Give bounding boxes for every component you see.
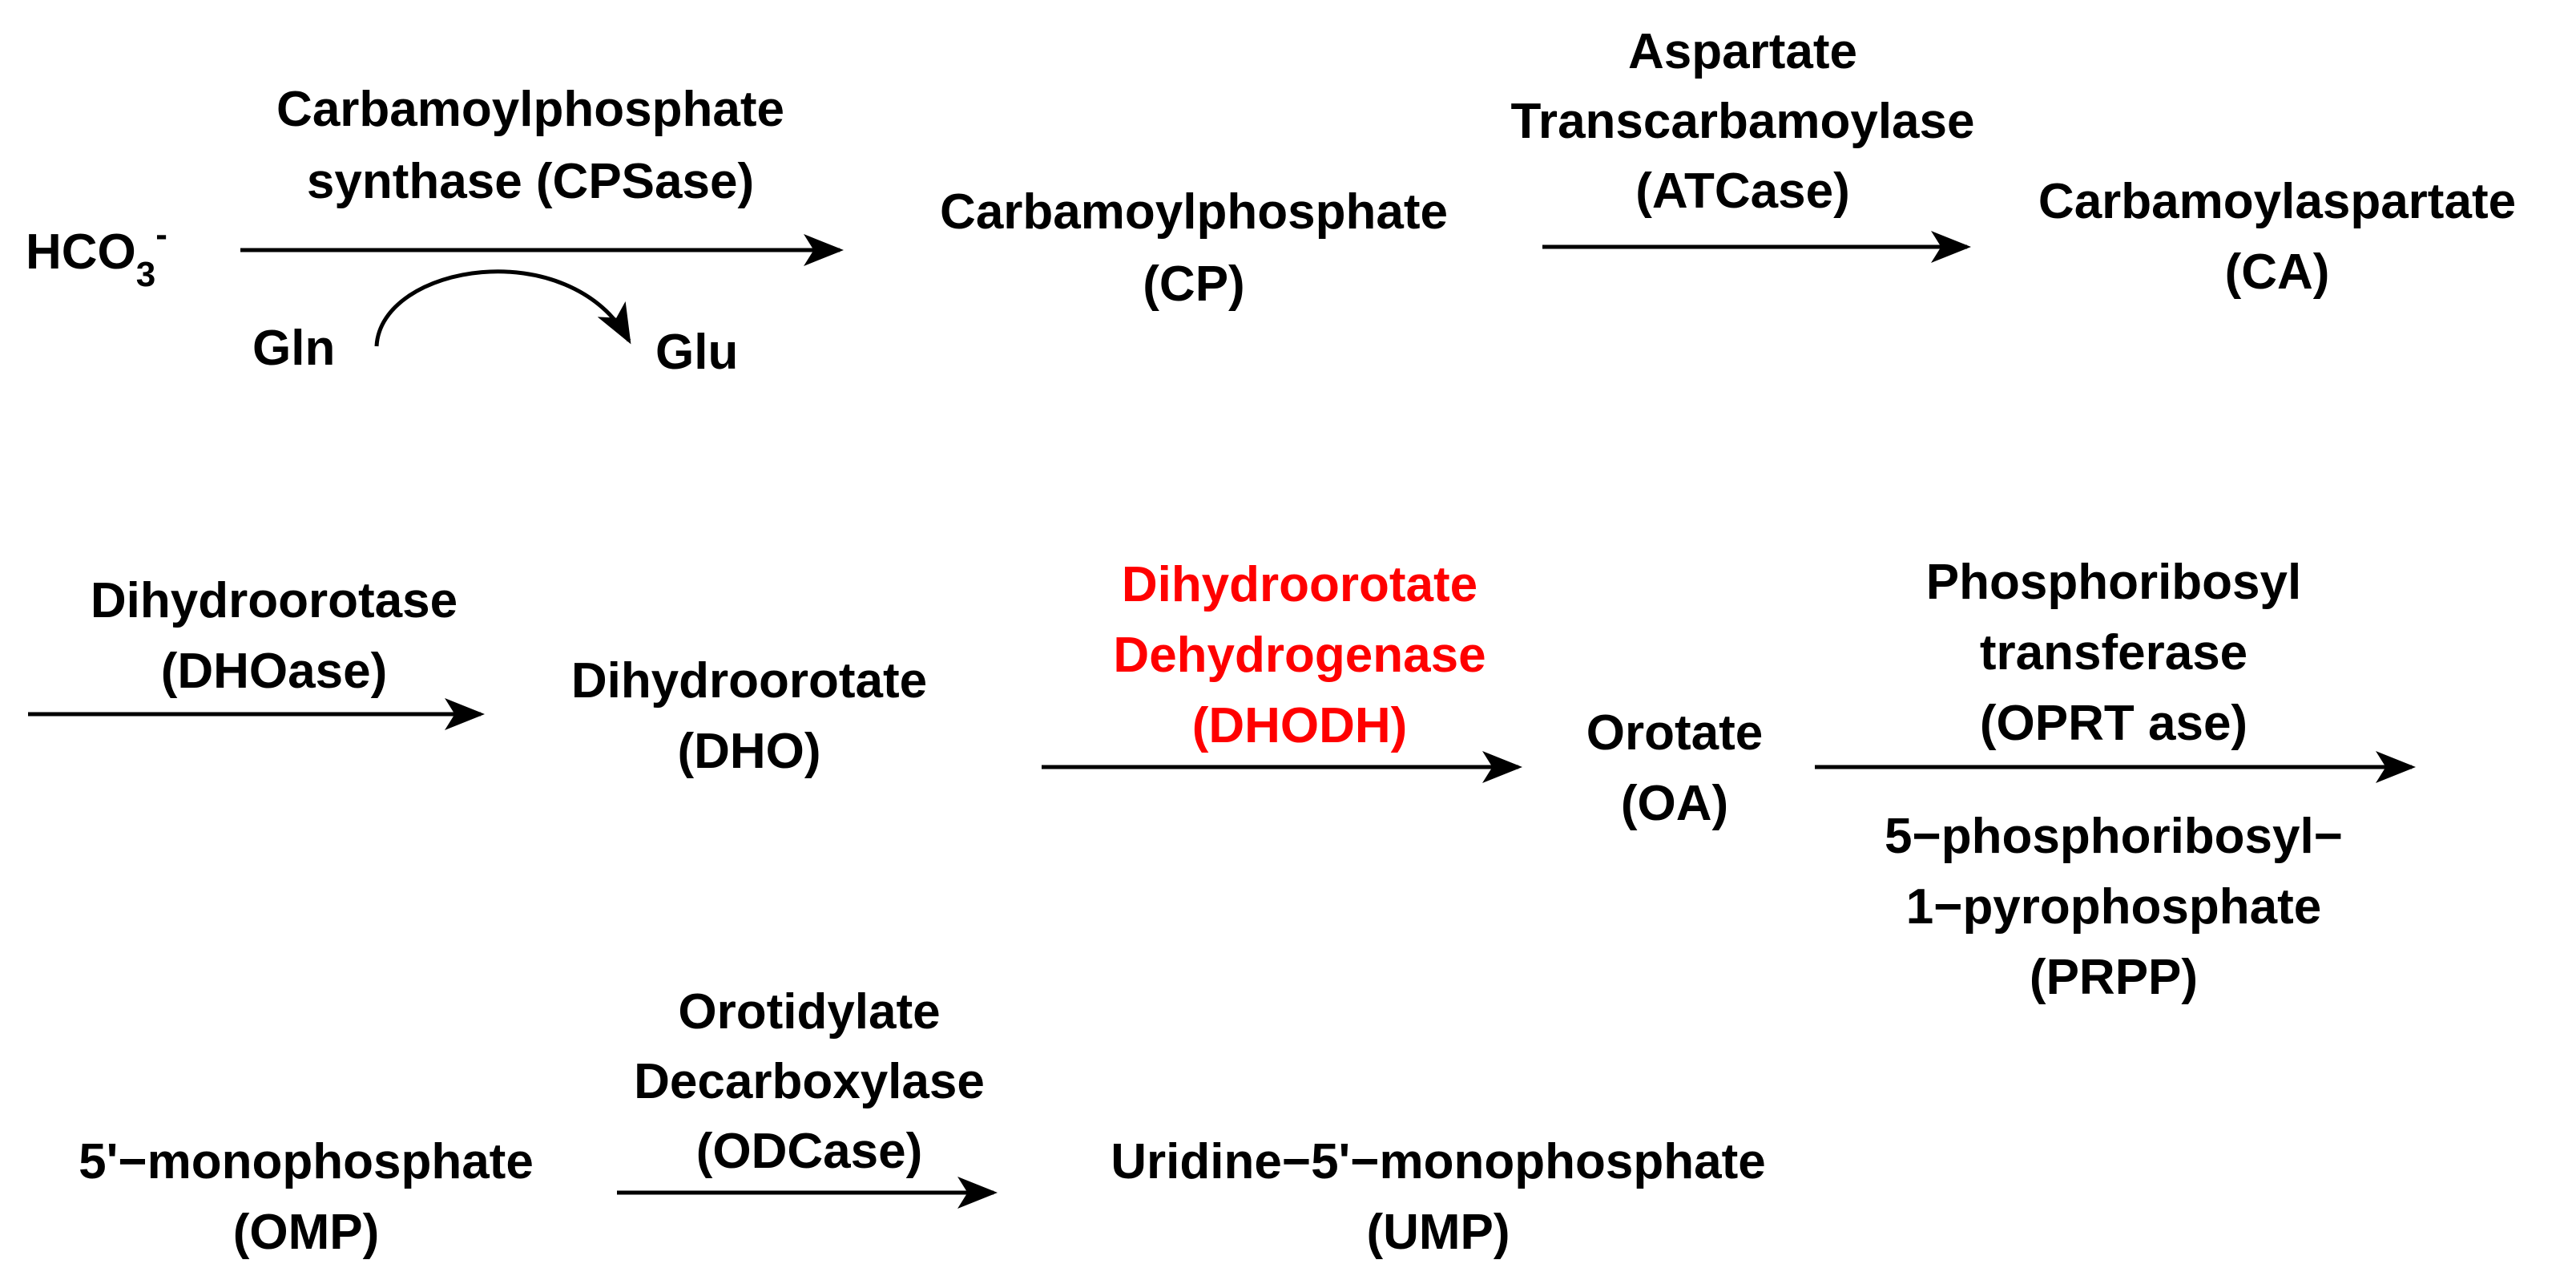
oa-label-line2: (OA) bbox=[1621, 776, 1728, 831]
dhoase-label-line2: (DHOase) bbox=[161, 644, 388, 699]
prpp-label-line3: (PRPP) bbox=[2030, 950, 2198, 1005]
cp-label-line1: Carbamoylphosphate bbox=[940, 184, 1448, 240]
omp-label-line1: 5'−monophosphate bbox=[79, 1134, 534, 1189]
dhodh-label-line3: (DHODH) bbox=[1192, 698, 1408, 753]
cp-label-line2: (CP) bbox=[1143, 256, 1244, 312]
ca-label-line2: (CA) bbox=[2225, 244, 2330, 300]
prpp-label-line2: 1−pyrophosphate bbox=[1906, 879, 2322, 935]
cpsase-label-line2: synthase (CPSase) bbox=[307, 154, 754, 209]
bicarbonate-charge: - bbox=[155, 215, 167, 254]
ca-label-line1: Carbamoylaspartate bbox=[2038, 174, 2516, 229]
gln-label: Gln bbox=[252, 321, 335, 376]
oprtase-label-line1: Phosphoribosyl bbox=[1926, 555, 2301, 610]
atcase-label-line2: Transcarbamoylase bbox=[1510, 94, 1974, 149]
atcase-label-line3: (ATCase) bbox=[1635, 164, 1850, 219]
odcase-label-line2: Decarboxylase bbox=[634, 1054, 985, 1109]
odcase-label-line3: (ODCase) bbox=[696, 1124, 923, 1179]
oprtase-label-line3: (OPRT ase) bbox=[1980, 696, 2247, 751]
atcase-label-line1: Aspartate bbox=[1628, 24, 1857, 79]
dho-label-line2: (DHO) bbox=[677, 724, 820, 779]
dhoase-label-line1: Dihydroorotase bbox=[91, 573, 458, 628]
omp-label-line2: (OMP) bbox=[233, 1205, 380, 1260]
bicarbonate-subscript: 3 bbox=[136, 255, 155, 294]
oprtase-label-line2: transferase bbox=[1980, 625, 2247, 680]
odcase-label-line1: Orotidylate bbox=[678, 984, 940, 1040]
cpsase-label-line1: Carbamoylphosphate bbox=[276, 82, 784, 137]
dhodh-label-line2: Dehydrogenase bbox=[1113, 628, 1486, 683]
prpp-label-line1: 5−phosphoribosyl− bbox=[1885, 809, 2343, 864]
bicarbonate-label: HCO3- bbox=[26, 215, 167, 294]
ump-label-line2: (UMP) bbox=[1366, 1205, 1510, 1260]
bicarbonate-main: HCO bbox=[26, 224, 136, 280]
glu-label: Glu bbox=[655, 325, 738, 380]
dho-label-line1: Dihydroorotate bbox=[571, 653, 927, 709]
oa-label-line1: Orotate bbox=[1586, 705, 1763, 761]
ump-label-line1: Uridine−5'−monophosphate bbox=[1111, 1134, 1765, 1189]
dhodh-label-line1: Dihydroorotate bbox=[1122, 557, 1477, 612]
gln-glu-curved-arrow bbox=[374, 269, 631, 347]
